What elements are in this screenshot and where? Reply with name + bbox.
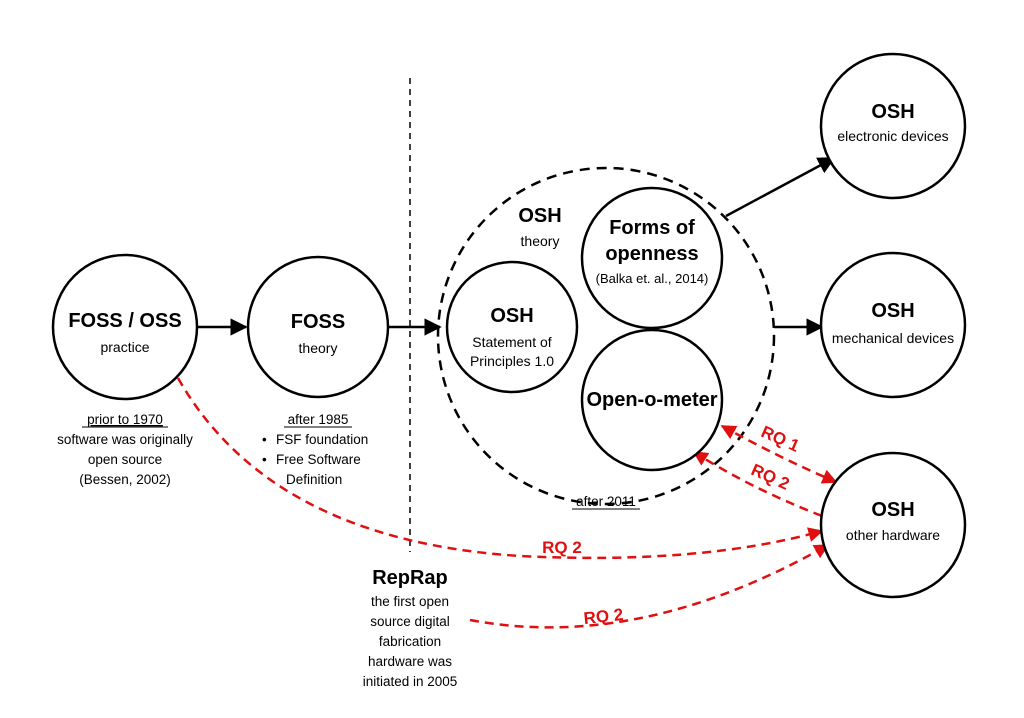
forms-title-line1: Forms of [609,217,695,239]
open-o-meter-circle [580,328,724,472]
rq2-meter-label: RQ 2 [748,460,792,493]
osh-theory-circle [436,166,776,506]
osh-theory-title: OSH [518,205,561,227]
osh-mechanical-circle [819,251,967,399]
reprap-line3: fabrication [379,634,441,649]
foss-title: FOSS [291,311,345,333]
arrow-to-electronic [725,156,836,218]
osh-principles-sub2: Principles 1.0 [470,353,554,369]
prior-1970-line3: (Bessen, 2002) [79,472,171,487]
after-1985-bullet2: Free Software [276,452,361,467]
rq1-label: RQ 1 [758,422,802,455]
reprap-title: RepRap [372,567,448,589]
rq1-arrow [720,424,838,484]
prior-1970-line1: software was originally [57,432,193,447]
bullet-dot-1: • [262,432,267,447]
rq2-meter-arrow [692,450,823,518]
osh-electronic-sub: electronic devices [837,128,948,144]
after-2011-heading: after 2011 [576,494,636,509]
foss-circle [246,255,390,399]
forms-citation: (Balka et. al., 2014) [596,271,709,286]
osh-electronic-title: OSH [871,101,914,123]
rq2-reprap-label: RQ 2 [583,605,624,628]
bullet-dot-2: • [262,452,267,467]
osh-principles-sub1: Statement of [472,334,551,350]
osh-theory-sub: theory [521,233,560,249]
osh-other-title: OSH [871,499,914,521]
foss-oss-circle [51,253,199,401]
osh-other-sub: other hardware [846,527,940,543]
reprap-line5: initiated in 2005 [363,674,458,689]
foss-oss-title: FOSS / OSS [68,310,181,332]
rq2-foss-label: RQ 2 [542,538,582,557]
open-o-meter-title: Open-o-meter [586,389,717,411]
foss-oss-sub: practice [100,339,149,355]
after-1985-bullet1: FSF foundation [276,432,368,447]
osh-mechanical-sub: mechanical devices [832,330,954,346]
osh-other-circle [819,451,967,599]
forms-of-openness-circle [580,186,724,330]
reprap-line2: source digital [370,614,450,629]
after-1985-bullet3: Definition [286,472,342,487]
osh-mechanical-title: OSH [871,300,914,322]
osh-principles-circle [445,260,579,394]
after-1985-heading: after 1985 [288,412,349,427]
osh-electronic-circle [819,52,967,200]
rq2-foss-arrow [176,377,824,560]
osh-principles-title: OSH [490,305,533,327]
reprap-line1: the first open [371,594,449,609]
prior-1970-heading: prior to 1970 [87,412,163,427]
reprap-line4: hardware was [368,654,452,669]
forms-title-line2: openness [605,243,698,265]
rq2-reprap-arrow [469,543,830,629]
prior-1970-line2: open source [88,452,162,467]
foss-sub: theory [299,340,338,356]
